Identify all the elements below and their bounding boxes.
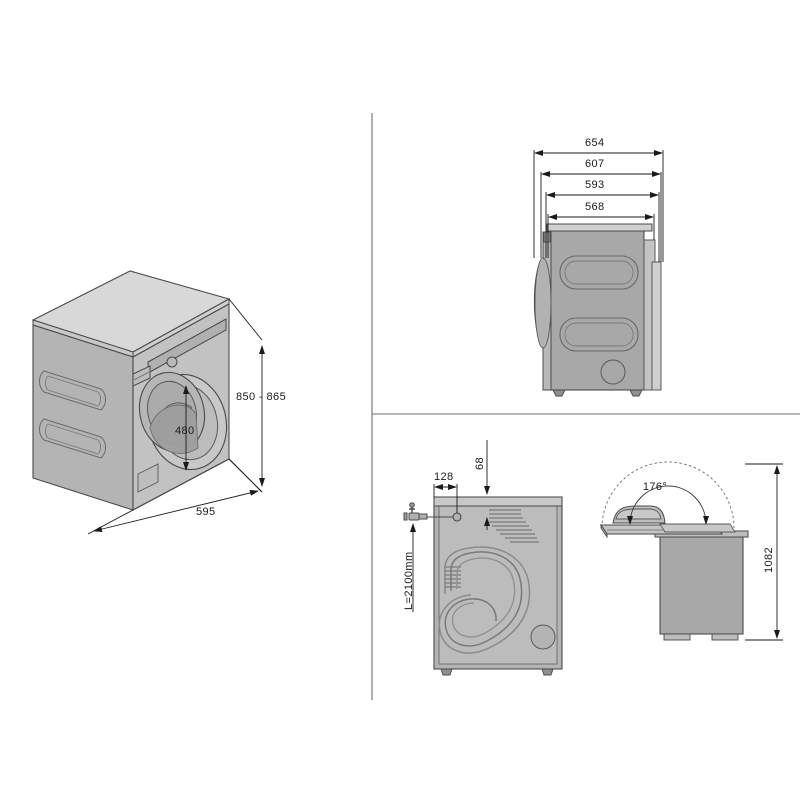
side-top-cover (546, 223, 653, 232)
iso-side-face (32, 324, 134, 511)
door-closed-slab (659, 523, 736, 533)
dim-label-68: 68 (474, 457, 486, 470)
isometric-view: 850 - 865 480 595 (31, 270, 286, 535)
side-panel-lower-inner (564, 322, 634, 347)
rear-round-port-icon (530, 624, 556, 650)
side-round-port-icon (600, 359, 626, 385)
side-foot-left (552, 389, 566, 397)
dim-label-1082: 1082 (763, 547, 775, 573)
faucet-icon (403, 502, 428, 521)
dim-label-hose-length: L=2100mm (403, 551, 415, 610)
hose-coil-inner (451, 557, 516, 638)
dim-width-595 (87, 458, 263, 535)
rear-foot-right (541, 668, 554, 676)
door-view-foot-right (711, 633, 739, 641)
rear-view: 128 68 L=2100mm (403, 440, 563, 676)
rear-top-rail (433, 496, 563, 507)
open-door-plate-edge (600, 523, 608, 539)
dim-label-568: 568 (585, 201, 605, 213)
side-foot-right (629, 389, 643, 397)
dim-label-593: 593 (585, 179, 605, 191)
ext-width-right (228, 458, 263, 493)
side-view: 654 607 593 568 (533, 137, 664, 397)
iso-filter-flap (137, 463, 159, 493)
iso-side-panel-lower-inner (45, 423, 101, 455)
side-door-bulge-inner (534, 257, 552, 349)
dim-label-width: 595 (196, 506, 216, 518)
vent-grille-icon (489, 509, 539, 543)
iso-side-panel-upper (39, 370, 106, 411)
rear-foot-left (440, 668, 453, 676)
dim-label-height: 850 - 865 (236, 391, 286, 403)
hose-coil-outer (438, 546, 531, 654)
side-panel-upper (559, 255, 639, 290)
dim-label-angle: 176° (643, 481, 667, 493)
open-door-boss-top (615, 508, 662, 520)
dim-568 (547, 214, 655, 258)
dim-label-654: 654 (585, 137, 605, 149)
side-panel-upper-inner (564, 260, 634, 285)
dim-label-128: 128 (434, 471, 454, 483)
hose-coil-icon (444, 551, 523, 647)
iso-drawer-line (133, 371, 150, 381)
dim-label-door: 480 (175, 425, 195, 437)
iso-side-panel-lower (39, 418, 106, 459)
water-inlet-port-icon (452, 512, 462, 522)
iso-side-panel-upper-inner (45, 375, 101, 407)
iso-base-edge (132, 458, 230, 511)
dim-label-607: 607 (585, 158, 605, 170)
quadrant-dividers (371, 113, 800, 700)
dim-128 (433, 484, 458, 513)
door-swing-arc-inner (627, 485, 709, 525)
door-view-body (659, 535, 744, 635)
side-hinge-icon (543, 231, 551, 243)
dim-593 (545, 192, 660, 262)
iso-control-knob-icon (166, 356, 178, 368)
dim-654 (533, 150, 664, 262)
dim-1082 (745, 463, 783, 641)
side-back-plate-2 (651, 261, 662, 391)
side-body (549, 227, 645, 391)
dim-607 (540, 171, 662, 262)
ext-height-top (228, 298, 263, 341)
side-panel-lower (559, 317, 639, 352)
dimline-width (93, 489, 259, 533)
door-swing-arc-outer (601, 461, 735, 529)
top-door-swing-view: 176° 1082 (599, 461, 783, 641)
door-view-foot-left (663, 633, 691, 641)
